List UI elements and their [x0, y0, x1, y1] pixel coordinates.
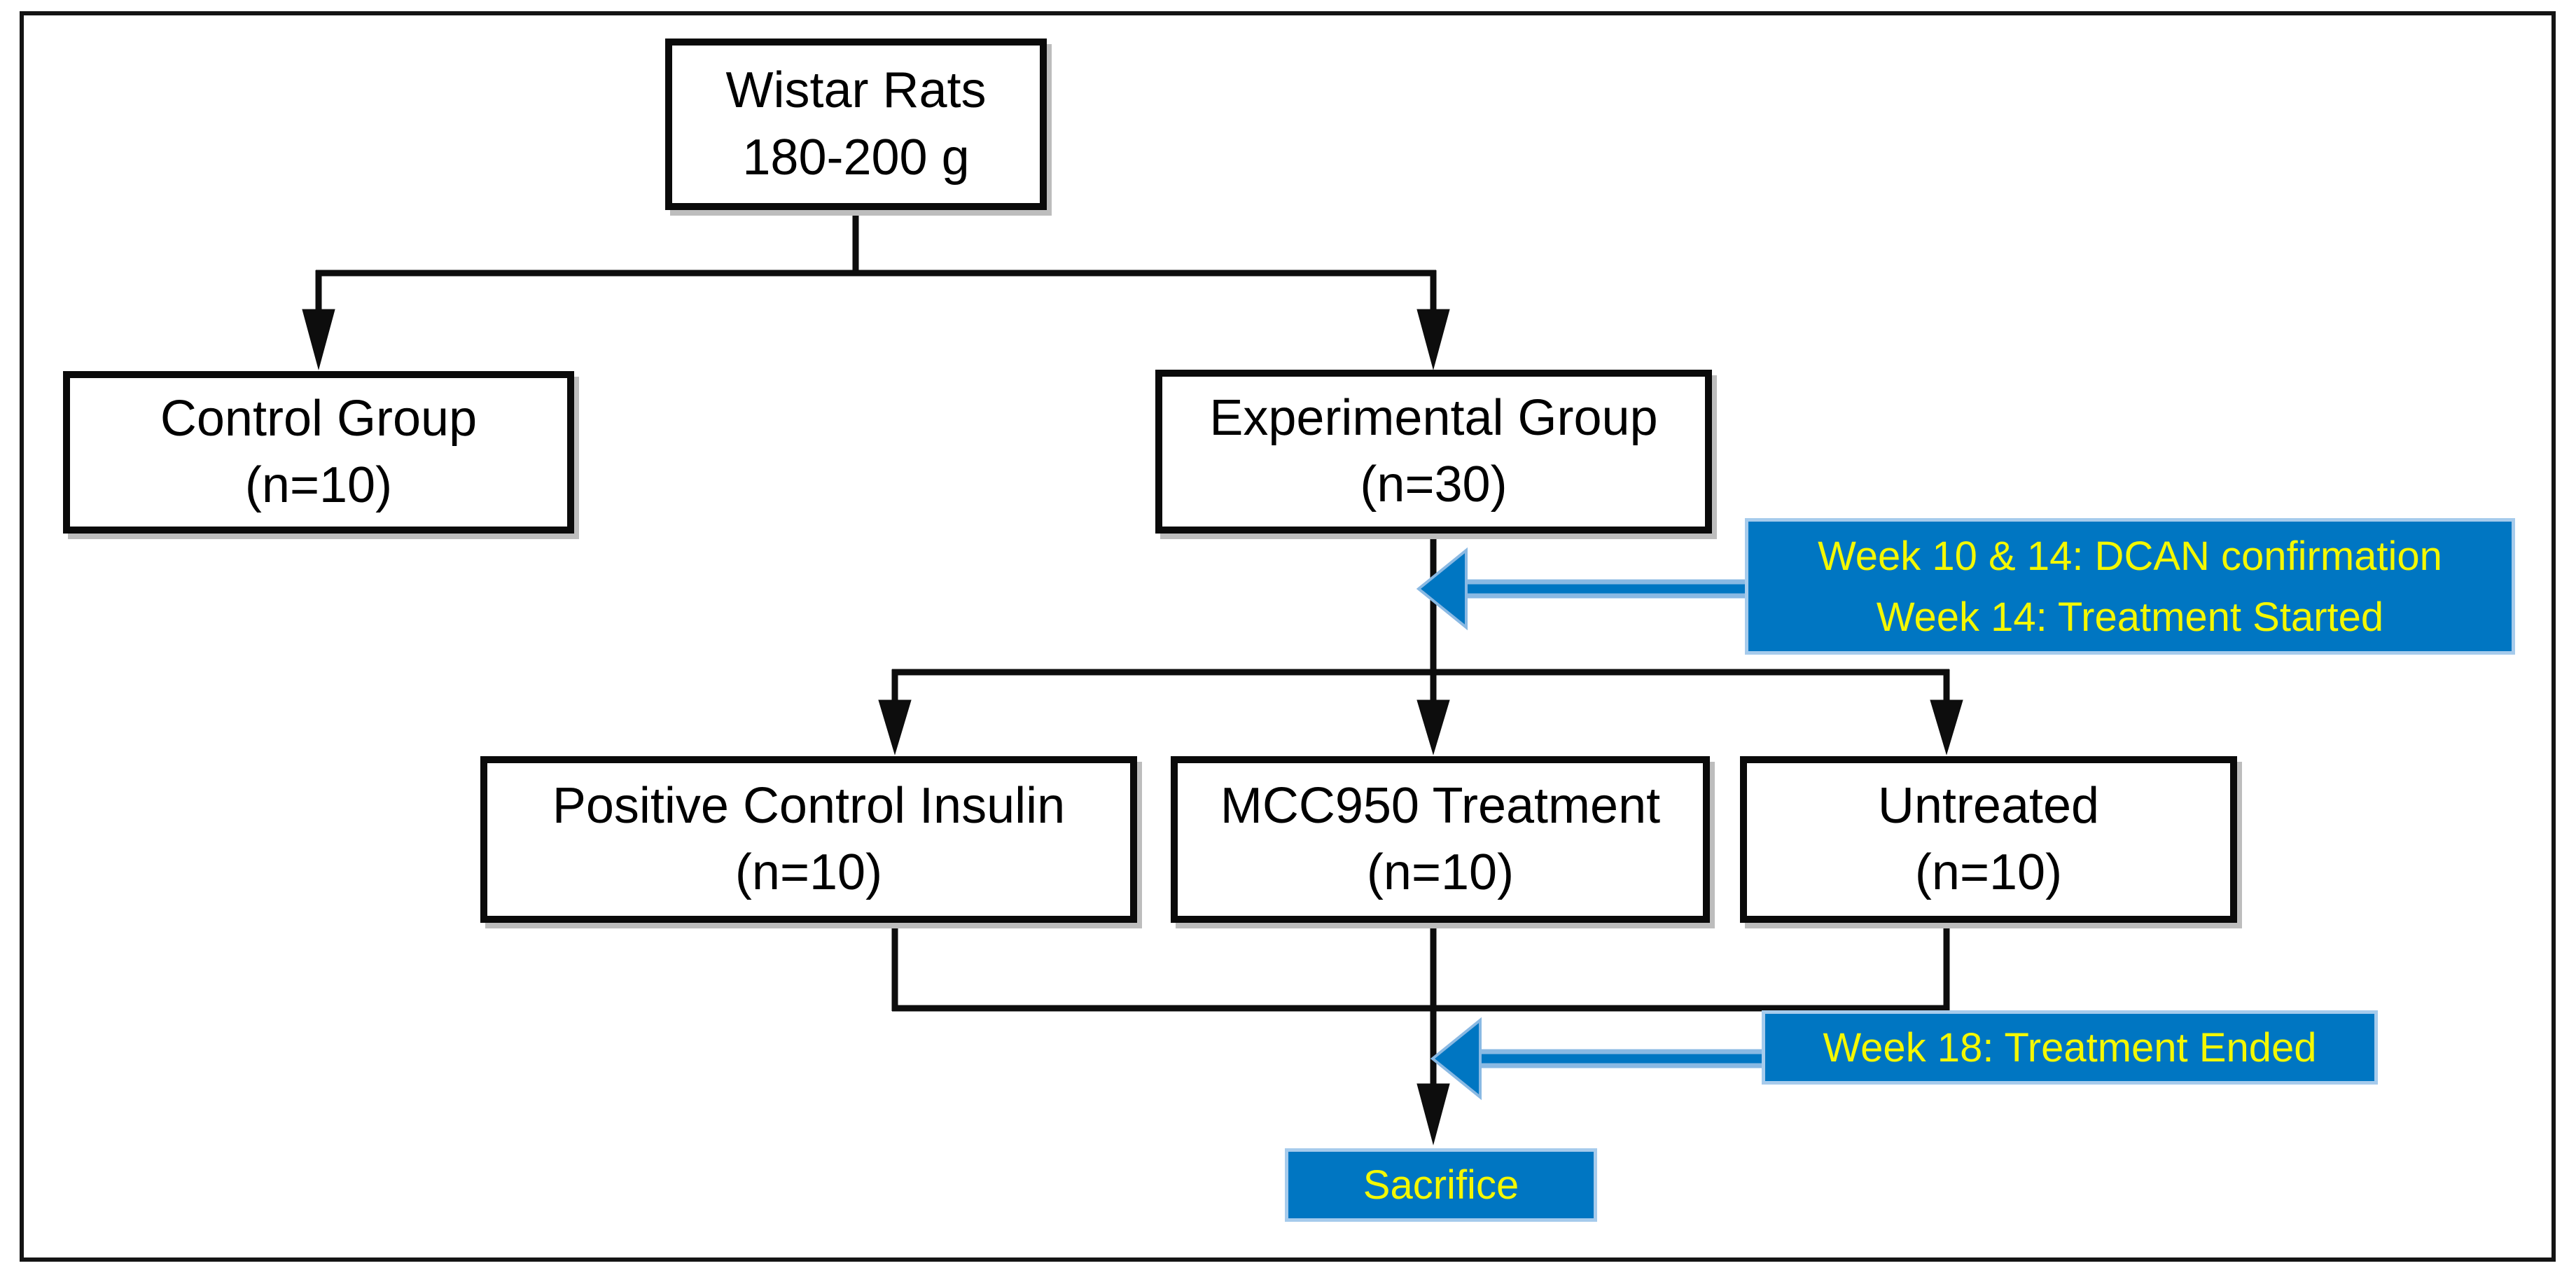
node-control-group: Control Group (n=10): [63, 371, 574, 534]
arrowhead-down-icon: [1416, 1083, 1450, 1145]
callout-arrow-ended: [1430, 1017, 1762, 1101]
callout-treatment-ended: Week 18: Treatment Ended: [1762, 1010, 2378, 1085]
callout-dcan-confirmation: Week 10 & 14: DCAN confirmation Week 14:…: [1745, 518, 2515, 655]
arrowhead-down-icon: [302, 309, 335, 370]
node-label: MCC950 Treatment: [1220, 777, 1661, 834]
node-label: Experimental Group: [1209, 389, 1658, 446]
node-wistar-rats: Wistar Rats 180-200 g: [665, 39, 1047, 210]
node-mcc950-treatment: MCC950 Treatment (n=10): [1171, 756, 1710, 923]
arrowhead-down-icon: [878, 699, 912, 755]
node-untreated: Untreated (n=10): [1740, 756, 2237, 923]
node-sublabel: 180-200 g: [742, 129, 970, 186]
arrowhead-left-icon: [1416, 547, 1468, 631]
figure-border-frame: [20, 11, 2556, 1262]
black-connector-lines: [302, 207, 1963, 1145]
arrowhead-down-icon: [1416, 309, 1450, 370]
node-positive-control-insulin: Positive Control Insulin (n=10): [480, 756, 1137, 923]
node-label: Sacrifice: [1363, 1162, 1519, 1208]
node-sublabel: (n=30): [1360, 457, 1508, 513]
node-label: Control Group: [160, 390, 478, 447]
callout-line: Week 10 & 14: DCAN confirmation: [1818, 533, 2442, 579]
callout-line: Week 14: Treatment Started: [1876, 594, 2384, 640]
callout-arrow-dcan: [1416, 547, 1745, 631]
node-sacrifice: Sacrifice: [1285, 1148, 1597, 1222]
arrowhead-down-icon: [1416, 699, 1450, 755]
callout-line: Week 18: Treatment Ended: [1823, 1024, 2317, 1071]
node-label: Positive Control Insulin: [552, 777, 1066, 834]
node-sublabel: (n=10): [734, 844, 883, 900]
node-experimental-group: Experimental Group (n=30): [1155, 370, 1712, 534]
node-sublabel: (n=10): [1914, 844, 2063, 900]
node-sublabel: (n=10): [1366, 844, 1515, 900]
arrowhead-down-icon: [1930, 699, 1963, 755]
node-label: Wistar Rats: [725, 62, 987, 119]
node-label: Untreated: [1877, 777, 2100, 834]
arrowhead-left-icon: [1430, 1017, 1482, 1101]
node-sublabel: (n=10): [244, 457, 393, 513]
